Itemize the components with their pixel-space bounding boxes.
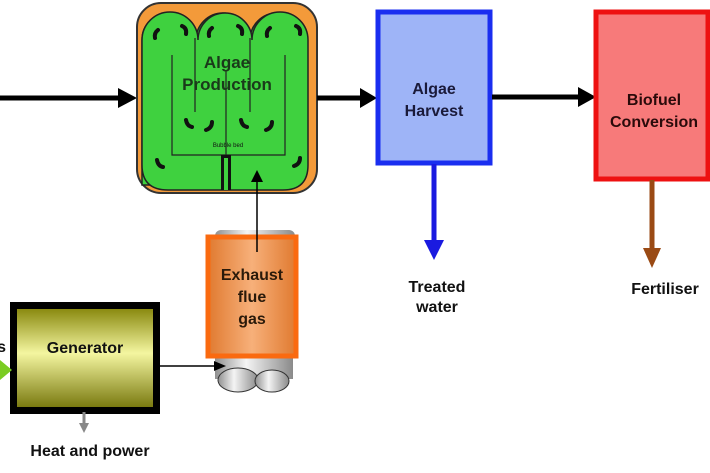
algae-harvest-label-line1: Algae	[412, 81, 456, 98]
algae-harvest-node[interactable]	[375, 9, 493, 166]
treated-water-arrow	[424, 164, 444, 260]
generator-to-exhaust-arrow	[160, 361, 226, 371]
algae-harvest-label-line2: Harvest	[404, 103, 464, 120]
treated-water-label-line1: Treated	[408, 279, 466, 296]
exhaust-label-line2: flue	[237, 289, 267, 306]
harvest-to-biofuel-arrow	[492, 87, 596, 107]
exhaust-label: Exhaust flue gas	[208, 265, 296, 331]
algae-production-label: Algae Production	[162, 52, 292, 96]
biofuel-conversion-label: Biofuel Conversion	[594, 90, 710, 134]
algae-production-node[interactable]	[136, 2, 318, 194]
biofuel-conversion-label-line2: Conversion	[609, 114, 698, 131]
heat-power-label: Heat and power	[30, 443, 150, 460]
left-cut-label: s	[0, 339, 6, 356]
generator-node[interactable]	[10, 302, 160, 414]
input-arrow	[0, 88, 137, 108]
biofuel-conversion-label-line1: Biofuel	[626, 92, 682, 109]
generator-input-arrow	[0, 360, 12, 380]
exhaust-label-line3: gas	[238, 311, 266, 328]
algae-production-label-line2: Production	[182, 75, 272, 94]
treated-water-label: Treated water	[392, 278, 482, 318]
algae-production-label-line1: Algae	[203, 53, 251, 72]
fertiliser-label: Fertiliser	[631, 281, 699, 298]
algae-harvest-label: Algae Harvest	[380, 79, 488, 123]
exhaust-flue-gas-node[interactable]	[205, 230, 299, 393]
production-to-harvest-arrow	[317, 88, 377, 108]
generator-label: Generator	[46, 340, 124, 357]
heat-power-arrow	[79, 412, 89, 433]
exhaust-to-production-arrow	[251, 170, 263, 252]
biofuel-conversion-node[interactable]	[593, 9, 710, 182]
exhaust-label-line1: Exhaust	[220, 267, 284, 284]
treated-water-label-line2: water	[416, 299, 458, 316]
fertiliser-arrow	[643, 180, 661, 268]
bubble-bed-label: Bubble bed	[213, 143, 243, 149]
